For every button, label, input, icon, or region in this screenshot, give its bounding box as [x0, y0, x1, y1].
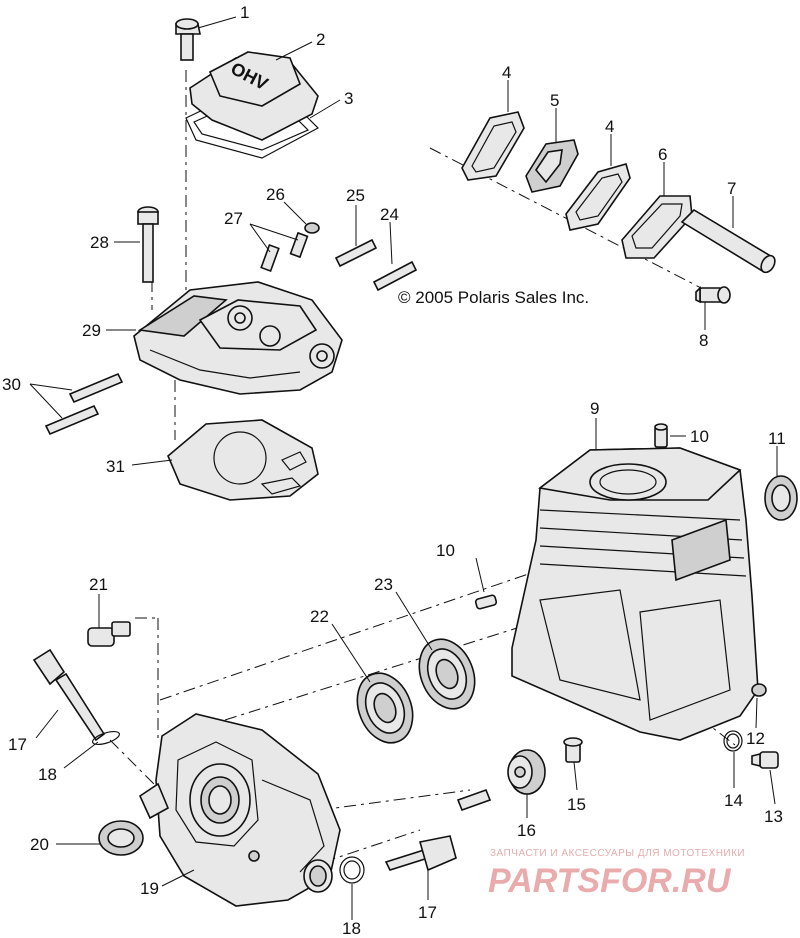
watermark: ЗАПЧАСТИ И АКСЕССУАРЫ ДЛЯ МОТОТЕХНИКИ PA…	[488, 848, 745, 900]
label-part-1: 1	[240, 3, 249, 22]
label-part-5: 5	[550, 91, 559, 110]
label-part-23: 23	[374, 575, 393, 594]
label-part-31: 31	[106, 457, 125, 476]
label-part-4b: 4	[605, 117, 614, 136]
label-part-28: 28	[90, 233, 109, 252]
crankcase-cover-assembly	[32, 621, 583, 907]
label-part-24: 24	[380, 205, 399, 224]
label-part-20: 20	[30, 835, 49, 854]
label-part-12: 12	[746, 729, 765, 748]
label-part-13: 13	[764, 807, 783, 826]
cylinder-head-assembly	[44, 206, 418, 501]
label-part-6: 6	[658, 145, 667, 164]
label-part-16: 16	[517, 821, 536, 840]
label-part-19: 19	[140, 879, 159, 898]
label-part-21: 21	[89, 575, 108, 594]
label-part-18b: 18	[342, 919, 361, 938]
label-part-11: 11	[768, 429, 786, 448]
copyright-notice: © 2005 Polaris Sales Inc.	[398, 288, 589, 307]
label-part-4a: 4	[502, 63, 511, 82]
watermark-subtitle: ЗАПЧАСТИ И АКСЕССУАРЫ ДЛЯ МОТОТЕХНИКИ	[490, 848, 745, 859]
label-part-30: 30	[2, 375, 21, 394]
label-part-29: 29	[82, 321, 101, 340]
label-part-9: 9	[590, 399, 599, 418]
label-part-17b: 17	[418, 903, 437, 922]
label-part-10b: 10	[436, 541, 455, 560]
label-part-3: 3	[344, 89, 353, 108]
label-part-22: 22	[310, 607, 329, 626]
leader-lines	[29, 16, 778, 920]
watermark-brand: PARTSFOR.RU	[488, 862, 732, 900]
valve-cover-assembly: OHV	[175, 18, 319, 159]
bearings	[356, 638, 476, 744]
label-part-7: 7	[727, 179, 736, 198]
label-part-26: 26	[266, 185, 285, 204]
label-part-8: 8	[699, 331, 708, 350]
label-part-18a: 18	[38, 765, 57, 784]
label-part-14: 14	[724, 791, 743, 810]
label-part-2: 2	[316, 30, 325, 49]
callout-labels: 1 2 3 4 5 4 6 7 8 9 10 11 10 23 22 21 17…	[2, 3, 786, 938]
label-part-10a: 10	[690, 427, 709, 446]
label-part-17a: 17	[8, 735, 27, 754]
label-part-15: 15	[567, 795, 586, 814]
crankcase-assembly	[474, 423, 798, 769]
label-part-25: 25	[346, 186, 365, 205]
breather-assembly	[461, 111, 776, 304]
label-part-27: 27	[224, 209, 243, 228]
